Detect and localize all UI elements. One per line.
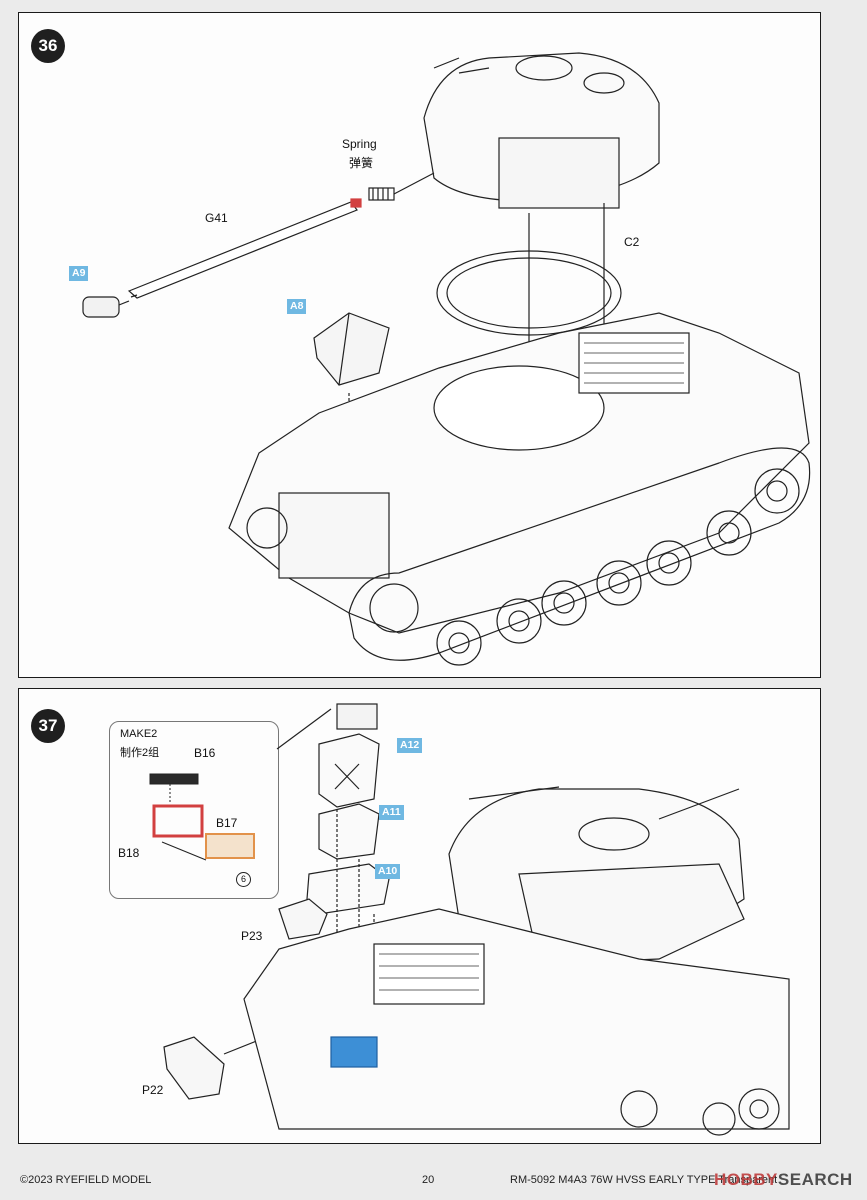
- front-plate: [278, 492, 390, 579]
- p22-label: P22: [142, 1083, 164, 1097]
- b16-label: B16: [194, 746, 216, 760]
- b17-label: B17: [216, 816, 238, 830]
- a12-tag: A12: [397, 738, 423, 753]
- product-title: RM-5092 M4A3 76W HVSS EARLY TYPE Transpa…: [510, 1174, 778, 1186]
- c2-label: C2: [624, 235, 640, 249]
- engine-deck-grille: [373, 943, 485, 1005]
- step-number-badge: 36: [31, 29, 65, 63]
- step-37-panel: 37 MAKE2 制作2组 B16 B17 B18 6: [18, 688, 821, 1144]
- step-number-badge: 37: [31, 709, 65, 743]
- watermark: HOBBYSEARCH: [714, 1170, 853, 1190]
- box-a10: [306, 863, 390, 915]
- spring-label-en: Spring: [342, 137, 377, 151]
- turret-mantlet: [498, 137, 620, 209]
- b18-label: B18: [118, 846, 140, 860]
- machine-gun: [468, 786, 560, 800]
- watermark-right: SEARCH: [777, 1170, 853, 1189]
- p23-label: P23: [241, 929, 263, 943]
- part-b17: [205, 833, 255, 859]
- hull-turret-opening: [433, 365, 605, 451]
- hull: [228, 312, 810, 634]
- make2-label-zh: 制作2组: [120, 747, 160, 759]
- copyright: ©2023 RYEFIELD MODEL: [20, 1174, 152, 1186]
- page-number: 20: [422, 1174, 435, 1186]
- part-p22: [163, 1036, 225, 1100]
- a8-tag: A8: [287, 299, 307, 314]
- box-a12: [318, 733, 380, 808]
- ammo-box-a8: [313, 312, 390, 386]
- road-wheels: [620, 1088, 780, 1136]
- make2-label-en: MAKE2: [120, 728, 158, 740]
- step-36-panel: 36: [18, 12, 821, 678]
- step-37-drawing: [163, 703, 790, 1136]
- track: [348, 447, 811, 661]
- stowage-box: [336, 703, 378, 730]
- a9-tag: A9: [69, 266, 89, 281]
- muzzle-brake-a9: [82, 296, 130, 318]
- part-p23: [278, 898, 328, 940]
- spring-part: [368, 172, 435, 201]
- box-a11: [318, 803, 380, 860]
- commander-hatch: [578, 817, 650, 851]
- make2-callout-drawing: [149, 773, 255, 861]
- g41-label: G41: [205, 211, 228, 225]
- part-b16: [149, 773, 199, 785]
- part-b18: [152, 804, 204, 838]
- a11-tag: A11: [379, 805, 404, 820]
- step-36-drawing: [82, 52, 811, 666]
- barrel-g41: [127, 198, 362, 299]
- turret-hatch-2: [583, 72, 625, 94]
- hull: [243, 908, 790, 1130]
- turret-hatch: [515, 55, 573, 81]
- installed-box-highlight: [330, 1036, 378, 1068]
- spring-label-zh: 弹簧: [349, 156, 374, 170]
- make2-callout: MAKE2 制作2组 B16 B17 B18 6: [109, 721, 279, 899]
- watermark-left: HOBBY: [714, 1170, 778, 1189]
- road-wheels: [246, 468, 800, 666]
- a10-tag: A10: [375, 864, 401, 879]
- circle-step-ref: 6: [236, 872, 251, 887]
